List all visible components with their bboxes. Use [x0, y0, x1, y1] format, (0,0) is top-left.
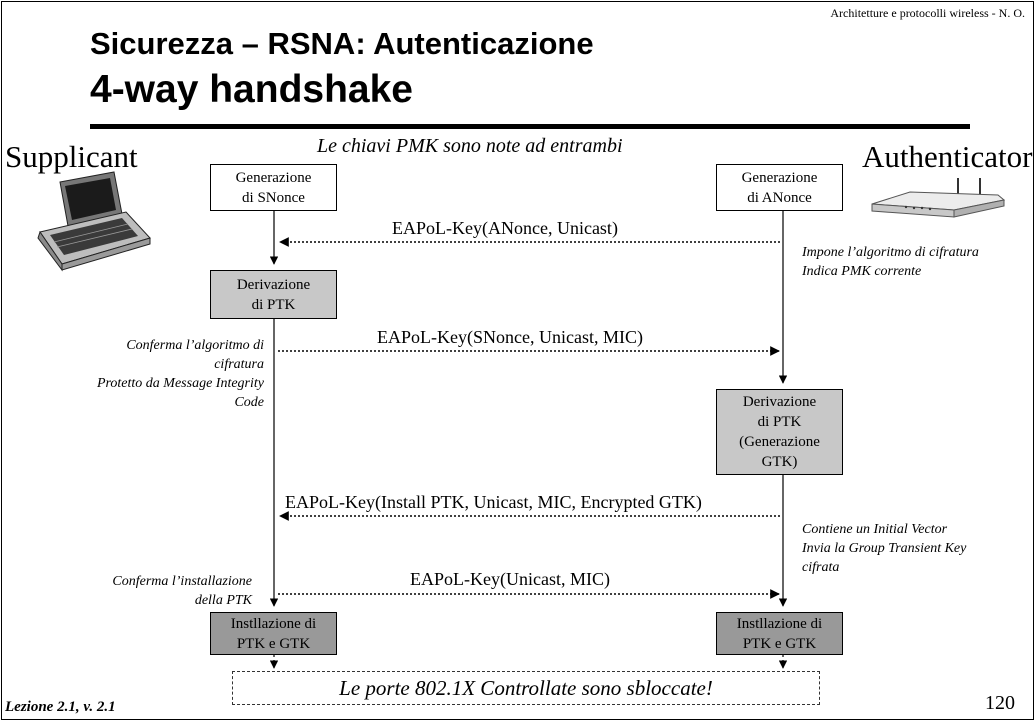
box-line: Instllazione di	[230, 615, 317, 632]
box-line: Instllazione di	[736, 615, 823, 632]
authenticator-note-1: Impone l’algoritmo di cifratura Indica P…	[802, 243, 979, 281]
message-2-label: EAPoL-Key(SNonce, Unicast, MIC)	[377, 327, 643, 347]
slide-title: Sicurezza – RSNA: Autenticazione	[90, 26, 594, 61]
page-number: 120	[985, 692, 1015, 714]
note-line: Indica PMK corrente	[802, 264, 922, 279]
generate-snonce-box: Generazione di SNonce	[210, 164, 337, 211]
supplicant-derive-ptk-box: Derivazione di PTK	[210, 270, 337, 319]
box-line: di ANonce	[747, 189, 812, 206]
generate-anonce-box: Generazione di ANonce	[716, 164, 843, 211]
note-line: della PTK	[194, 593, 252, 608]
laptop-icon	[37, 171, 151, 272]
supplicant-label: Supplicant	[5, 139, 138, 174]
supplicant-install-box: Instllazione di PTK e GTK	[210, 612, 337, 655]
note-line: Conferma l’installazione	[112, 574, 252, 589]
note-line: Invia la Group Transient Key	[802, 541, 967, 556]
box-line: Derivazione	[742, 394, 817, 410]
note-line: cifrata	[802, 560, 840, 575]
box-line: Generazione	[741, 169, 818, 186]
pmk-known-caption: Le chiavi PMK sono note ad entrambi	[317, 135, 623, 157]
message-4-label: EAPoL-Key(Unicast, MIC)	[410, 569, 610, 589]
box-line: di SNonce	[242, 189, 305, 206]
slide-subtitle: 4-way handshake	[90, 68, 413, 111]
course-header: Architetture e protocolli wireless - N. …	[830, 6, 1025, 20]
authenticator-label: Authenticator	[862, 139, 1033, 174]
box-line: Generazione	[235, 169, 312, 186]
note-line: Impone l’algoritmo di cifratura	[802, 245, 979, 260]
note-line: Code	[234, 395, 264, 410]
router-icon	[871, 178, 1006, 218]
authenticator-note-3: Contiene un Initial Vector Invia la Grou…	[802, 520, 966, 577]
note-line: Conferma l’algoritmo di	[126, 338, 264, 353]
ports-unlocked-box: Le porte 802.1X Controllate sono sblocca…	[232, 671, 820, 705]
box-line: (Generazione	[739, 434, 820, 450]
authenticator-derive-ptk-box: Derivazione di PTK (Generazione GTK)	[716, 389, 843, 475]
title-rule	[90, 124, 970, 129]
box-line: di PTK	[251, 296, 296, 313]
note-line: Protetto da Message Integrity	[96, 376, 264, 391]
supplicant-note-2: Conferma l’algoritmo di cifratura Protet…	[8, 336, 264, 412]
supplicant-note-4: Conferma l’installazione della PTK	[8, 572, 252, 610]
box-line: PTK e GTK	[742, 635, 817, 652]
box-line: PTK e GTK	[236, 635, 311, 652]
note-line: cifratura	[214, 357, 264, 372]
box-line: di PTK	[757, 414, 802, 430]
box-line: GTK)	[761, 454, 798, 470]
box-line: Derivazione	[236, 276, 311, 293]
note-line: Contiene un Initial Vector	[802, 522, 948, 537]
message-3-label: EAPoL-Key(Install PTK, Unicast, MIC, Enc…	[285, 492, 702, 512]
authenticator-install-box: Instllazione di PTK e GTK	[716, 612, 843, 655]
message-1-label: EAPoL-Key(ANonce, Unicast)	[392, 218, 618, 238]
lesson-footer: Lezione 2.1, v. 2.1	[5, 699, 116, 715]
